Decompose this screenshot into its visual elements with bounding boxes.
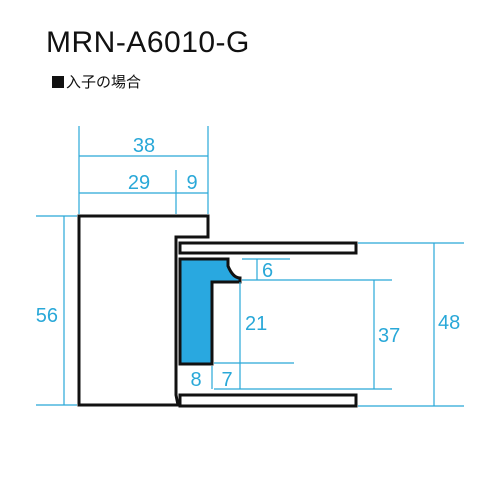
dim-label-38: 38 (133, 135, 155, 157)
top-rail (178, 241, 358, 255)
dim-label-29: 29 (128, 172, 150, 194)
insert-profile (178, 257, 242, 366)
dimension-lines (36, 126, 464, 407)
bottom-rail (178, 393, 358, 408)
frame-profile (77, 214, 358, 408)
page-title: MRN-A6010-G (46, 26, 250, 59)
dim-label-48: 48 (438, 312, 460, 334)
dim-label-7: 7 (221, 369, 232, 391)
dim-label-9: 9 (186, 172, 197, 194)
outer-frame-outline (77, 214, 210, 407)
dim-label-21: 21 (245, 313, 267, 335)
dimension-labels: 38 29 9 56 48 37 21 6 8 7 (36, 135, 461, 391)
dim-label-56: 56 (36, 305, 58, 327)
page-subtitle: 入子の場合 (52, 71, 141, 92)
square-bullet-icon (52, 76, 64, 88)
dim-label-6: 6 (262, 260, 273, 282)
subtitle-text: 入子の場合 (66, 73, 142, 91)
dim-label-8: 8 (190, 369, 201, 391)
dim-label-37: 37 (378, 325, 400, 347)
